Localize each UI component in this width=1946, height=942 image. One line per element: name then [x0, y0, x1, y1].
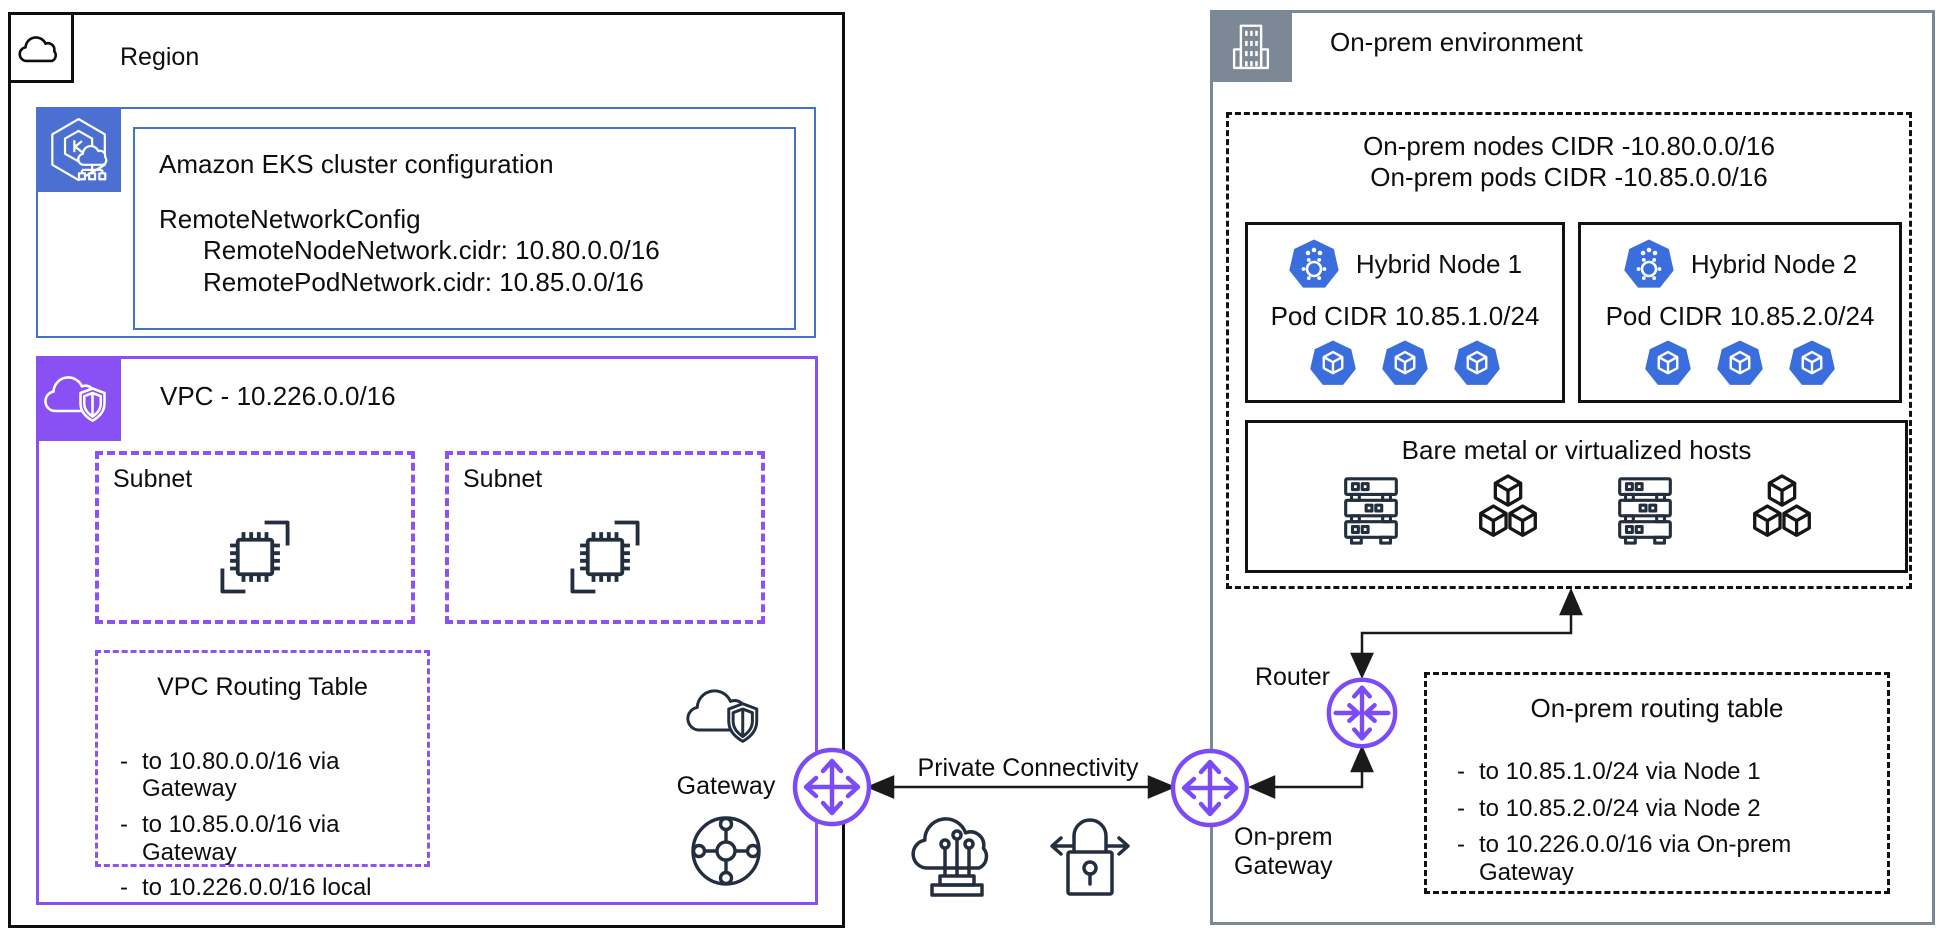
vpc-icon — [36, 356, 121, 441]
onprem-gateway-icon — [1168, 746, 1252, 830]
bullet: - — [120, 874, 128, 902]
vpc-group-box — [36, 356, 818, 905]
bullet: - — [120, 810, 128, 838]
vpc-routes: - to 10.80.0.0/16 via Gateway - to 10.85… — [120, 748, 427, 902]
bullet: - — [1457, 758, 1465, 786]
building-icon — [1210, 10, 1292, 82]
bullet: - — [1457, 794, 1465, 822]
onprem-routing-table: On-prem routing table - to 10.85.1.0/24 … — [1424, 672, 1890, 894]
hybrid-node-2-name: Hybrid Node 2 — [1690, 249, 1858, 280]
server-rack-icon — [1334, 473, 1408, 547]
remote-node-network-line: RemoteNodeNetwork.cidr: 10.80.0.0/16 — [203, 235, 660, 266]
private-connectivity-label: Private Connectivity — [917, 754, 1139, 782]
chip-icon — [449, 494, 761, 620]
hybrid-node-2-pods — [1581, 340, 1899, 388]
vpc-route-row: - to 10.80.0.0/16 via Gateway — [120, 748, 427, 803]
onprem-route-1: to 10.85.1.0/24 via Node 1 — [1479, 758, 1761, 786]
region-corner-badge — [8, 12, 74, 83]
hybrid-node-1-pod-cidr: Pod CIDR 10.85.1.0/24 — [1270, 301, 1540, 331]
eks-anywhere-icon — [36, 107, 121, 192]
subnet-box-2: Subnet — [445, 451, 765, 624]
pod-icon — [1644, 340, 1692, 388]
eks-config-lines: RemoteNetworkConfig RemoteNodeNetwork.ci… — [159, 204, 794, 298]
remote-network-config-line: RemoteNetworkConfig — [159, 204, 421, 235]
region-label: Region — [120, 43, 200, 71]
hybrid-node-1-header: Hybrid Node 1 — [1248, 239, 1562, 291]
vpc-gateway-icon — [790, 745, 874, 829]
vpc-route-2: to 10.85.0.0/16 via Gateway — [142, 810, 340, 866]
vpn-lock-icon — [1046, 806, 1134, 900]
hybrid-node-2-pod-cidr: Pod CIDR 10.85.2.0/24 — [1605, 301, 1875, 331]
router-label: Router — [1254, 663, 1330, 691]
onprem-gateway-label-line1: On-prem — [1234, 823, 1333, 851]
vpc-route-row: - to 10.85.0.0/16 via Gateway — [120, 811, 427, 866]
cubes-stack-icon — [1744, 472, 1820, 548]
onprem-routing-title: On-prem routing table — [1530, 693, 1784, 723]
gateway-label: Gateway — [676, 772, 776, 800]
hybrid-node-1-pods — [1248, 340, 1562, 388]
hosts-icons — [1248, 472, 1905, 548]
router-icon — [1323, 674, 1401, 752]
onprem-nodes-cidr: On-prem nodes CIDR -10.80.0.0/16 — [1363, 131, 1775, 161]
k8s-node-icon — [1623, 239, 1675, 291]
chip-icon — [99, 494, 411, 620]
cloud-shield-icon — [685, 678, 769, 754]
cubes-stack-icon — [1470, 472, 1546, 548]
hybrid-node-2-box: Hybrid Node 2 Pod CIDR 10.85.2.0/24 — [1578, 222, 1902, 403]
onprem-cidr-box: On-prem nodes CIDR -10.80.0.0/16 On-prem… — [1226, 112, 1912, 589]
onprem-label: On-prem environment — [1330, 27, 1583, 57]
pod-icon — [1453, 340, 1501, 388]
hybrid-node-2-header: Hybrid Node 2 — [1581, 239, 1899, 291]
onprem-route-row: - to 10.226.0.0/16 via On-prem Gateway — [1457, 831, 1887, 886]
onprem-gateway-label-line2: Gateway — [1234, 851, 1333, 880]
bullet: - — [1457, 831, 1465, 859]
onprem-route-2: to 10.85.2.0/24 via Node 2 — [1479, 794, 1761, 822]
hosts-box: Bare metal or virtualized hosts — [1245, 420, 1908, 573]
cloud-icon — [18, 30, 64, 66]
subnet-box-1: Subnet — [95, 451, 415, 624]
onprem-routes: - to 10.85.1.0/24 via Node 1 - to 10.85.… — [1457, 758, 1887, 886]
server-rack-icon — [1608, 473, 1682, 547]
vpc-route-1: to 10.80.0.0/16 via Gateway — [142, 747, 340, 803]
hybrid-node-1-box: Hybrid Node 1 Pod CIDR 10.85.1.0/24 — [1245, 222, 1565, 403]
onprem-route-row: - to 10.85.1.0/24 via Node 1 — [1457, 758, 1887, 786]
vpc-route-3: to 10.226.0.0/16 local — [142, 874, 372, 902]
pod-icon — [1381, 340, 1429, 388]
onprem-group-box — [1210, 10, 1935, 925]
vpc-title: VPC - 10.226.0.0/16 — [160, 381, 396, 411]
virtual-private-gateway-icon — [686, 811, 766, 891]
direct-connect-cloud-icon — [907, 806, 1007, 910]
hybrid-node-1-name: Hybrid Node 1 — [1355, 249, 1523, 280]
pod-icon — [1788, 340, 1836, 388]
vpc-routing-table: VPC Routing Table - to 10.80.0.0/16 via … — [95, 650, 430, 901]
pod-icon — [1716, 340, 1764, 388]
onprem-route-3: to 10.226.0.0/16 via On-prem Gateway — [1479, 831, 1792, 886]
k8s-node-icon — [1288, 239, 1340, 291]
vpc-route-row: - to 10.226.0.0/16 local — [120, 874, 427, 902]
pod-icon — [1309, 340, 1357, 388]
subnet-2-label: Subnet — [463, 465, 543, 493]
eks-config-box: Amazon EKS cluster configuration RemoteN… — [133, 127, 796, 330]
onprem-gateway-label: On-prem Gateway — [1234, 823, 1333, 881]
onprem-pods-cidr: On-prem pods CIDR -10.85.0.0/16 — [1370, 162, 1768, 193]
region-group-box — [8, 12, 845, 928]
bullet: - — [120, 747, 128, 775]
onprem-route-row: - to 10.85.2.0/24 via Node 2 — [1457, 795, 1887, 823]
eks-config-title: Amazon EKS cluster configuration — [159, 149, 554, 179]
vpc-routing-title: VPC Routing Table — [157, 673, 368, 701]
subnet-1-label: Subnet — [113, 465, 193, 493]
eks-group-box — [36, 107, 816, 338]
remote-pod-network-line: RemotePodNetwork.cidr: 10.85.0.0/16 — [203, 266, 644, 297]
hosts-label: Bare metal or virtualized hosts — [1401, 435, 1752, 465]
